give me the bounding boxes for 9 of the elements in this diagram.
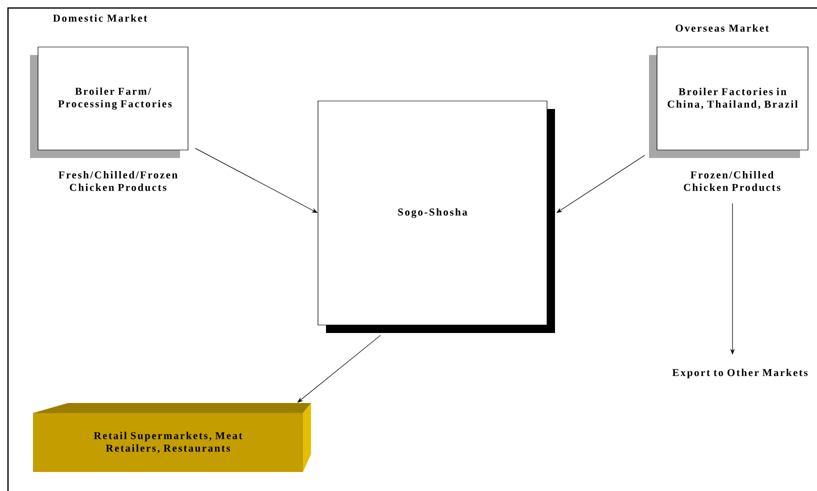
product-caption: Frozen/Chilled Chicken Products (684, 171, 780, 191)
process-box: Broiler Factories in China, Thailand, Brazil (649, 46, 808, 158)
process-box: Broiler Farm/ Processing Factories (30, 46, 188, 158)
product-caption: Fresh/Chilled/Frozen Chicken Products (58, 171, 178, 191)
market-heading: Domestic Market (53, 14, 148, 22)
block-box: Retail Supermarkets, Meat Retailers, Restaurants (33, 403, 311, 472)
market-heading: Overseas Market (676, 24, 769, 32)
target-label: Export to Other Markets (672, 368, 808, 378)
process-box: Sogo-Shosha (318, 100, 555, 333)
